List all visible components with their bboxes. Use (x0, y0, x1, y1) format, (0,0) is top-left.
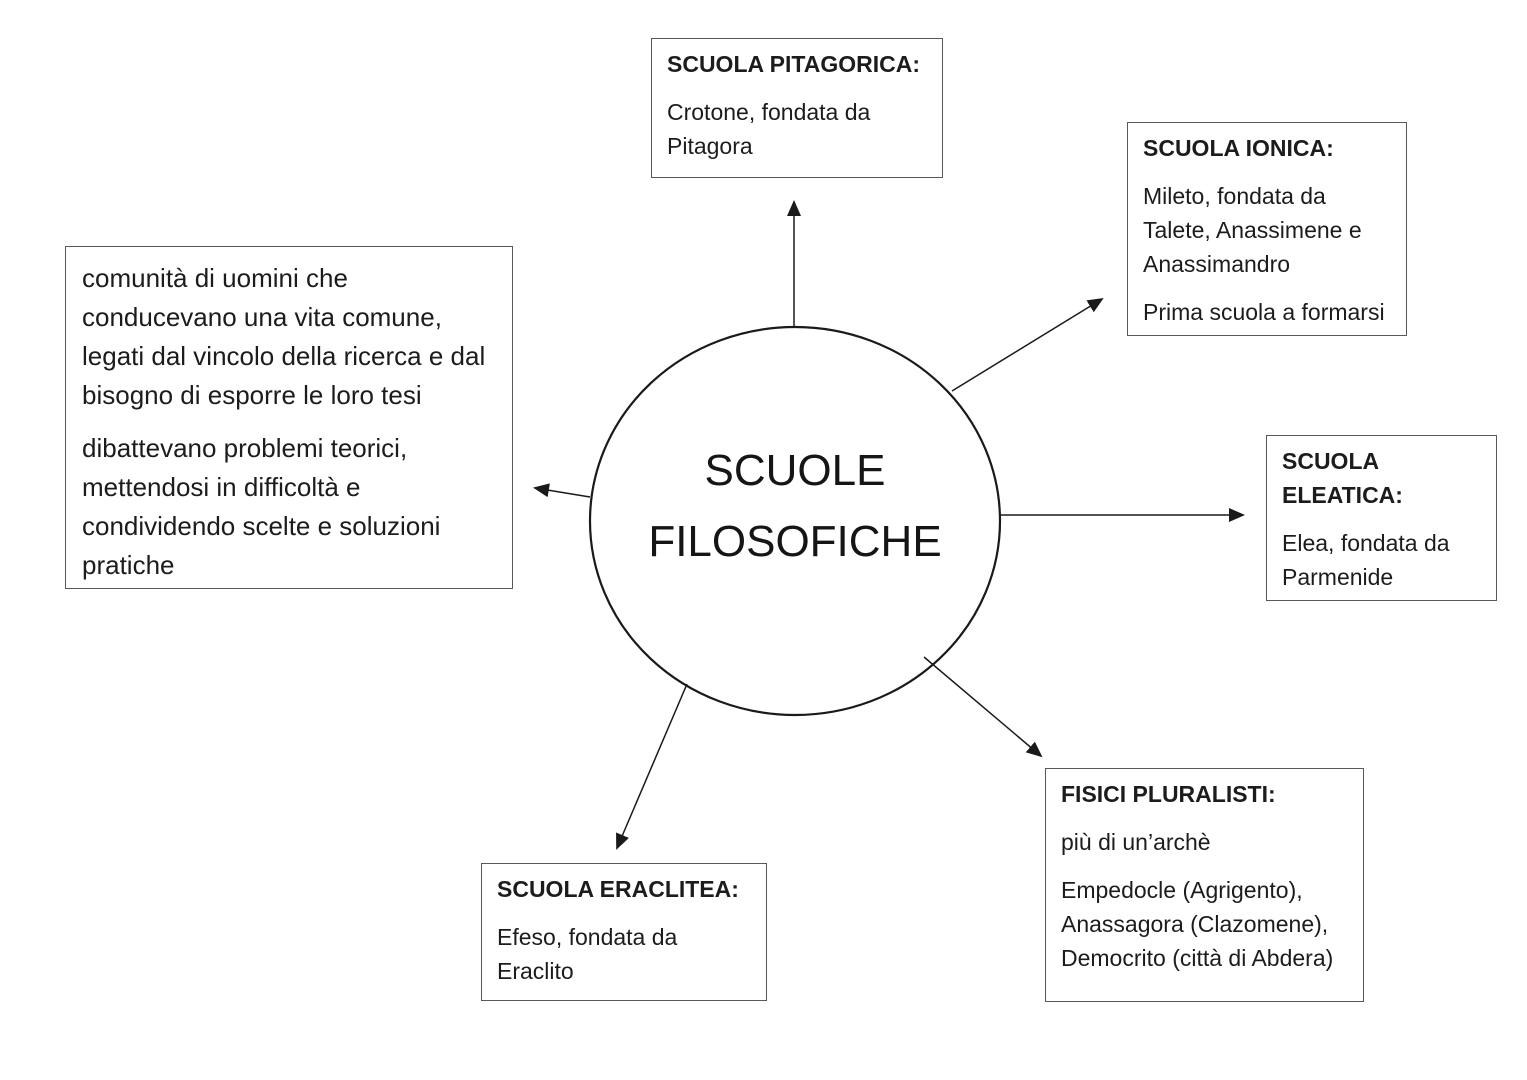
node-descrizione-comunita: comunità di uomini che conducevano una v… (65, 246, 513, 589)
node-paragraph: Efeso, fondata da Eraclito (497, 924, 678, 984)
node-title: FISICI PLURALISTI: (1061, 781, 1276, 807)
node-scuola-ionica: SCUOLA IONICA: Mileto, fondata da Talete… (1127, 122, 1407, 336)
node-paragraph: Empedocle (Agrigento), Anassagora (Clazo… (1061, 877, 1334, 971)
node-paragraph: dibattevano problemi teorici, mettendosi… (82, 433, 441, 580)
node-title: SCUOLA ELEATICA: (1282, 448, 1403, 508)
node-paragraph: comunità di uomini che conducevano una v… (82, 263, 486, 410)
arrow-to-eraclitea (616, 683, 688, 850)
node-scuola-eleatica: SCUOLA ELEATICA: Elea, fondata da Parmen… (1266, 435, 1497, 601)
node-paragraph: più di un’archè (1061, 829, 1211, 855)
node-title: SCUOLA ERACLITEA: (497, 876, 739, 902)
node-paragraph: Elea, fondata da Parmenide (1282, 530, 1450, 590)
node-scuola-eraclitea: SCUOLA ERACLITEA: Efeso, fondata da Erac… (481, 863, 767, 1001)
center-circle (588, 325, 1002, 717)
arrow-to-descrizione (533, 483, 591, 498)
node-paragraph: Crotone, fondata da Pitagora (667, 99, 871, 159)
center-node-label: SCUOLE FILOSOFICHE (648, 446, 942, 566)
node-paragraph: Prima scuola a formarsi (1143, 299, 1385, 325)
arrow-to-ionica (951, 297, 1104, 392)
node-title: SCUOLA IONICA: (1143, 135, 1334, 161)
node-title: SCUOLA PITAGORICA: (667, 51, 920, 77)
node-scuola-pitagorica: SCUOLA PITAGORICA: Crotone, fondata da P… (651, 38, 943, 178)
node-fisici-pluralisti: FISICI PLURALISTI: più di un’archè Emped… (1045, 768, 1364, 1002)
arrow-to-pluralisti (923, 656, 1043, 758)
node-paragraph: Mileto, fondata da Talete, Anassimene e … (1143, 183, 1362, 277)
